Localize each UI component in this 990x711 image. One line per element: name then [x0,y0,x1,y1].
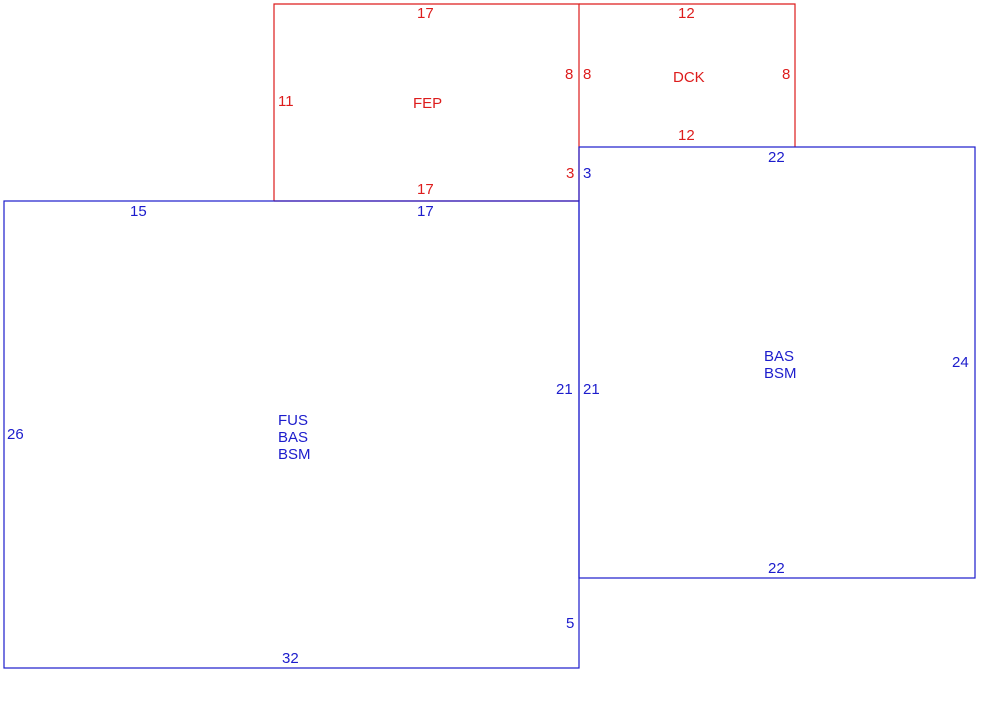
addition-bottom-dimension: 22 [768,560,785,577]
addition-area-code-2: BSM [764,365,797,382]
fep-top-dimension: 17 [417,5,434,22]
dck-right-dimension: 8 [782,66,791,83]
dck-area-label: DCK [673,69,705,86]
main-area-label: FUS BAS BSM [278,412,311,463]
addition-outline [578,146,976,579]
dck-bottom-dimension: 12 [678,127,695,144]
dck-left-dimension: 8 [583,66,592,83]
main-bottom-dimension: 32 [282,650,299,667]
fep-bottom-dimension: 17 [417,181,434,198]
dck-top-dimension: 12 [678,5,695,22]
addition-left-upper-dimension: 3 [583,165,592,182]
fep-outline [273,3,580,201]
fep-right-dimension: 8 [565,66,574,83]
main-area-code-1: FUS [278,412,308,429]
addition-top-dimension: 22 [768,149,785,166]
addition-area-label: BAS BSM [764,348,797,382]
main-area-code-2: BAS [278,429,309,446]
addition-left-dimension: 21 [583,381,600,398]
fep-area-label: FEP [413,95,443,112]
fep-right-lower-dimension: 3 [566,165,575,182]
main-right-lower-dimension: 5 [566,615,575,632]
main-area-code-3: BSM [278,446,311,463]
main-right-dimension: 21 [556,381,573,398]
addition-area-code-1: BAS [764,348,795,365]
dck-outline [579,3,796,147]
fep-left-dimension: 11 [278,93,294,110]
main-top-left-dimension: 15 [130,203,147,220]
main-left-dimension: 26 [7,426,24,443]
main-top-right-dimension: 17 [417,203,434,220]
addition-right-dimension: 24 [952,354,969,371]
